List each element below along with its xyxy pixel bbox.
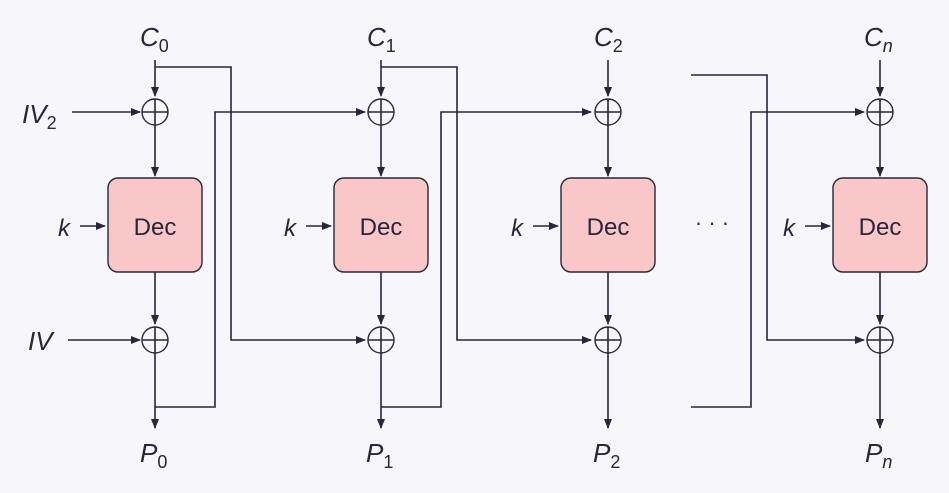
p0-feed-forward-line [155,108,366,408]
stage-1: C1 Dec k P1 [284,22,429,472]
dec-label: Dec [134,214,177,241]
iv-label: IV [28,326,55,356]
key-label: k [284,215,298,242]
dec-label: Dec [360,214,403,241]
plaintext-label: P0 [140,438,167,472]
key-label: k [783,215,797,242]
ellipsis: · · · [695,210,729,235]
pprev-feed-forward-line [691,108,865,408]
stage-2: C2 Dec k P2 [511,22,656,472]
ciphertext-label: Cn [864,22,893,56]
c0-feed-forward-line [155,66,366,344]
plaintext-label: P2 [593,438,620,472]
stage-0: C0 Dec k P0 [58,22,203,472]
key-label: k [58,215,72,242]
key-label: k [511,215,525,242]
ciphertext-label: C2 [594,22,623,56]
iv2-label: IV2 [22,99,57,133]
dec-label: Dec [587,214,630,241]
stage-n: Cn Dec k Pn [783,22,928,472]
p1-feed-forward-line [381,108,592,408]
ciphertext-label: C1 [367,22,396,56]
c1-feed-forward-line [381,66,592,344]
ciphertext-label: C0 [140,22,169,56]
dec-label: Dec [859,214,902,241]
plaintext-label: Pn [865,438,892,472]
plaintext-label: P1 [366,438,393,472]
cprev-feed-forward-line [691,74,865,344]
